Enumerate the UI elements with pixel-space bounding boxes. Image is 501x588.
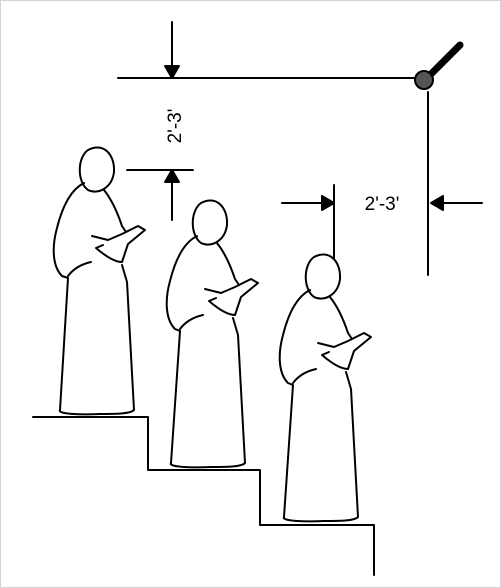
horizontal-dimension-label: 2'-3'	[365, 194, 400, 215]
choir-singer-2	[165, 199, 259, 469]
staircase	[32, 416, 375, 576]
horizontal-dimension	[281, 184, 483, 259]
vertical-dimension	[126, 21, 194, 221]
vertical-dimension-label: 2'-3'	[165, 109, 186, 144]
choir-singer-1	[52, 146, 146, 416]
microphone-icon	[414, 41, 464, 90]
choir-singer-3	[278, 253, 372, 523]
